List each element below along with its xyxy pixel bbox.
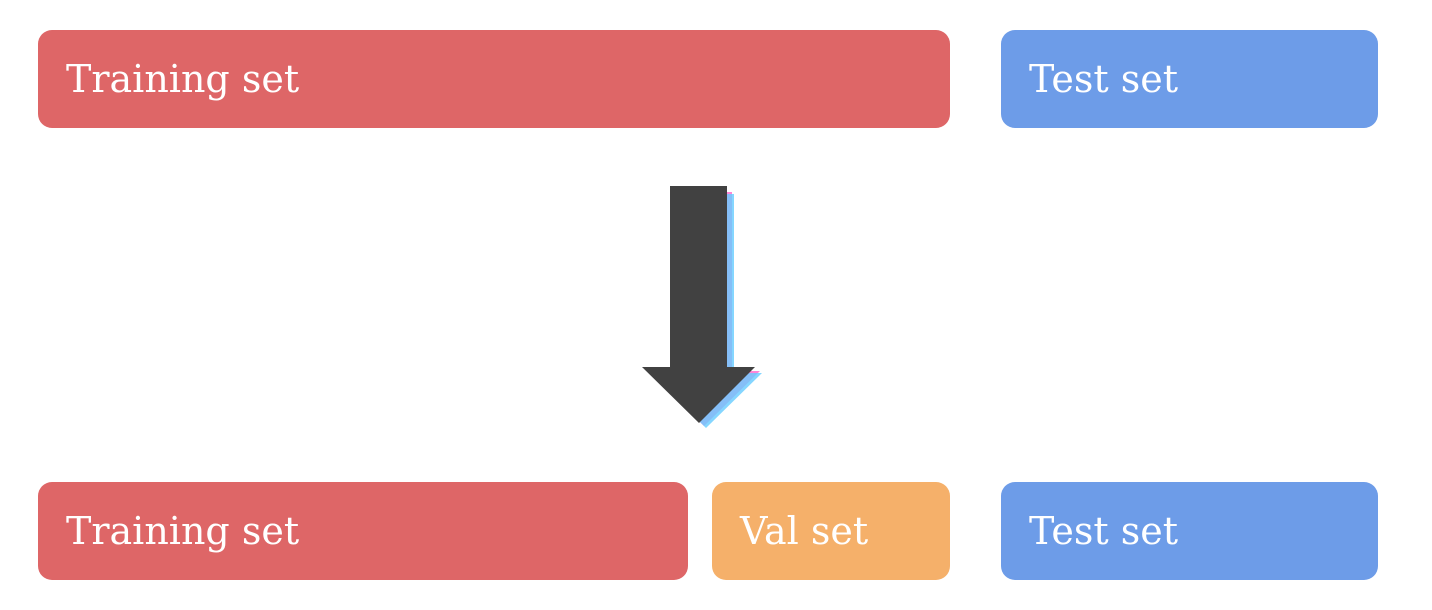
training-set-label: Training set xyxy=(66,509,300,553)
training-set-block-before: Training set xyxy=(38,30,950,128)
val-set-label: Val set xyxy=(740,509,869,553)
training-set-block-after: Training set xyxy=(38,482,688,580)
test-set-label: Test set xyxy=(1029,509,1178,553)
test-set-block-before: Test set xyxy=(1001,30,1378,128)
down-arrow-icon xyxy=(642,186,762,428)
training-set-label: Training set xyxy=(66,57,300,101)
test-set-block-after: Test set xyxy=(1001,482,1378,580)
test-set-label: Test set xyxy=(1029,57,1178,101)
val-set-block: Val set xyxy=(712,482,950,580)
